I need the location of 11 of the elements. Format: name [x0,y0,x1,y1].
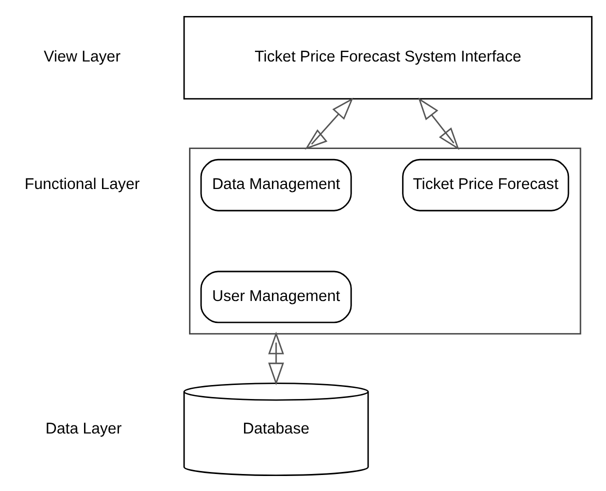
label: View Layer [44,48,121,66]
label: Data Layer [46,420,122,437]
cluster [189,147,582,334]
arrow [268,331,284,385]
arrow [418,97,460,150]
node-box: User Management [200,270,352,323]
label: Functional Layer [24,176,140,193]
node-box: Ticket Price Forecast System Interface [183,15,592,99]
arrow [304,97,354,150]
node-box: Ticket Price Forecast [402,158,570,211]
node-box: Data Management [200,158,352,211]
